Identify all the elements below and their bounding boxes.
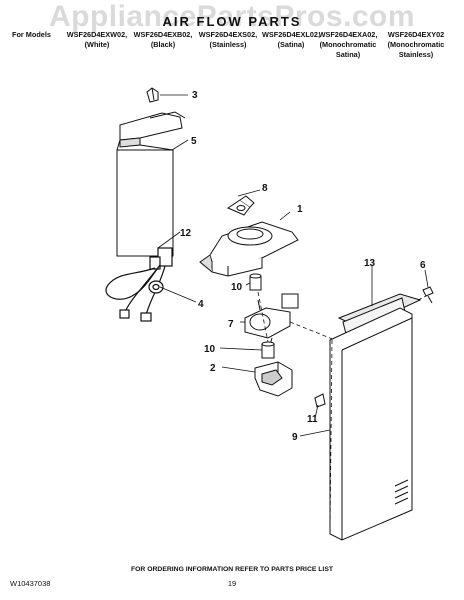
callout-10-lower: 10 [204, 344, 216, 355]
model-number: WSF26D4EXA02, [318, 30, 378, 39]
model-finish: (Black) [150, 40, 176, 49]
model-finish: Stainless) [398, 50, 434, 59]
model-column: WSF26D4EXS02, (Stainless) [195, 30, 261, 50]
model-finish: (Stainless) [209, 40, 247, 49]
callout-12: 12 [180, 228, 192, 239]
leader-lines [157, 94, 429, 437]
small-clip-part [314, 393, 326, 408]
fan-blade-part [226, 195, 255, 216]
page-number: 19 [227, 579, 237, 588]
model-column: WSF26D4EXA02, (Monochromatic Satina) [314, 30, 382, 60]
grommet-part-upper [249, 273, 262, 291]
model-number: WSF26D4EXY02 [387, 30, 445, 39]
cover-panel-part [329, 307, 413, 541]
models-prefix: For Models [12, 30, 51, 39]
air-duct-panel-part [116, 111, 186, 257]
alignment-lines [257, 291, 427, 535]
model-column: WSF26D4EXL02, (Satina) [258, 30, 324, 50]
callout-4: 4 [198, 299, 204, 310]
callout-10-upper: 10 [231, 282, 243, 293]
callout-9: 9 [292, 432, 298, 443]
model-column: WSF26D4EXW02, (White) [62, 30, 132, 50]
ordering-note: FOR ORDERING INFORMATION REFER TO PARTS … [130, 566, 334, 573]
model-finish: (Satina) [277, 40, 305, 49]
callout-8: 8 [262, 183, 268, 194]
wire-harness-part [105, 247, 173, 322]
model-number: WSF26D4EXS02, [198, 30, 258, 39]
fan-motor-part [244, 293, 299, 346]
model-number: WSF26D4EXB02, [133, 30, 193, 39]
callout-5: 5 [191, 136, 197, 147]
fan-housing-part [199, 221, 299, 277]
callout-6: 6 [420, 260, 426, 271]
model-number: WSF26D4EXL02, [262, 30, 320, 39]
callout-13: 13 [364, 258, 376, 269]
callout-11: 11 [307, 414, 318, 425]
callout-3: 3 [192, 90, 198, 101]
motor-mount-part [254, 361, 293, 397]
clip-part [146, 87, 159, 103]
model-column: WSF26D4EXY02 (Monochromatic Stainless) [378, 30, 454, 60]
model-number: WSF26D4EXW02, [66, 30, 128, 39]
model-column: WSF26D4EXB02, (Black) [130, 30, 196, 50]
document-id: W10437038 [10, 579, 51, 588]
model-finish: (Monochromatic [319, 40, 377, 49]
model-finish: (White) [84, 40, 110, 49]
grommet-part-lower [261, 341, 275, 359]
model-list: For Models WSF26D4EXW02, (White) WSF26D4… [0, 30, 464, 70]
callout-1: 1 [297, 204, 303, 215]
page-title: AIR FLOW PARTS [162, 14, 302, 29]
model-finish: Satina) [335, 50, 361, 59]
callout-7: 7 [228, 319, 234, 330]
watermark: AppliancePartsPros.com [48, 0, 416, 33]
model-finish: (Monochromatic [387, 40, 445, 49]
screw-part [422, 286, 434, 304]
callout-2: 2 [210, 363, 216, 374]
